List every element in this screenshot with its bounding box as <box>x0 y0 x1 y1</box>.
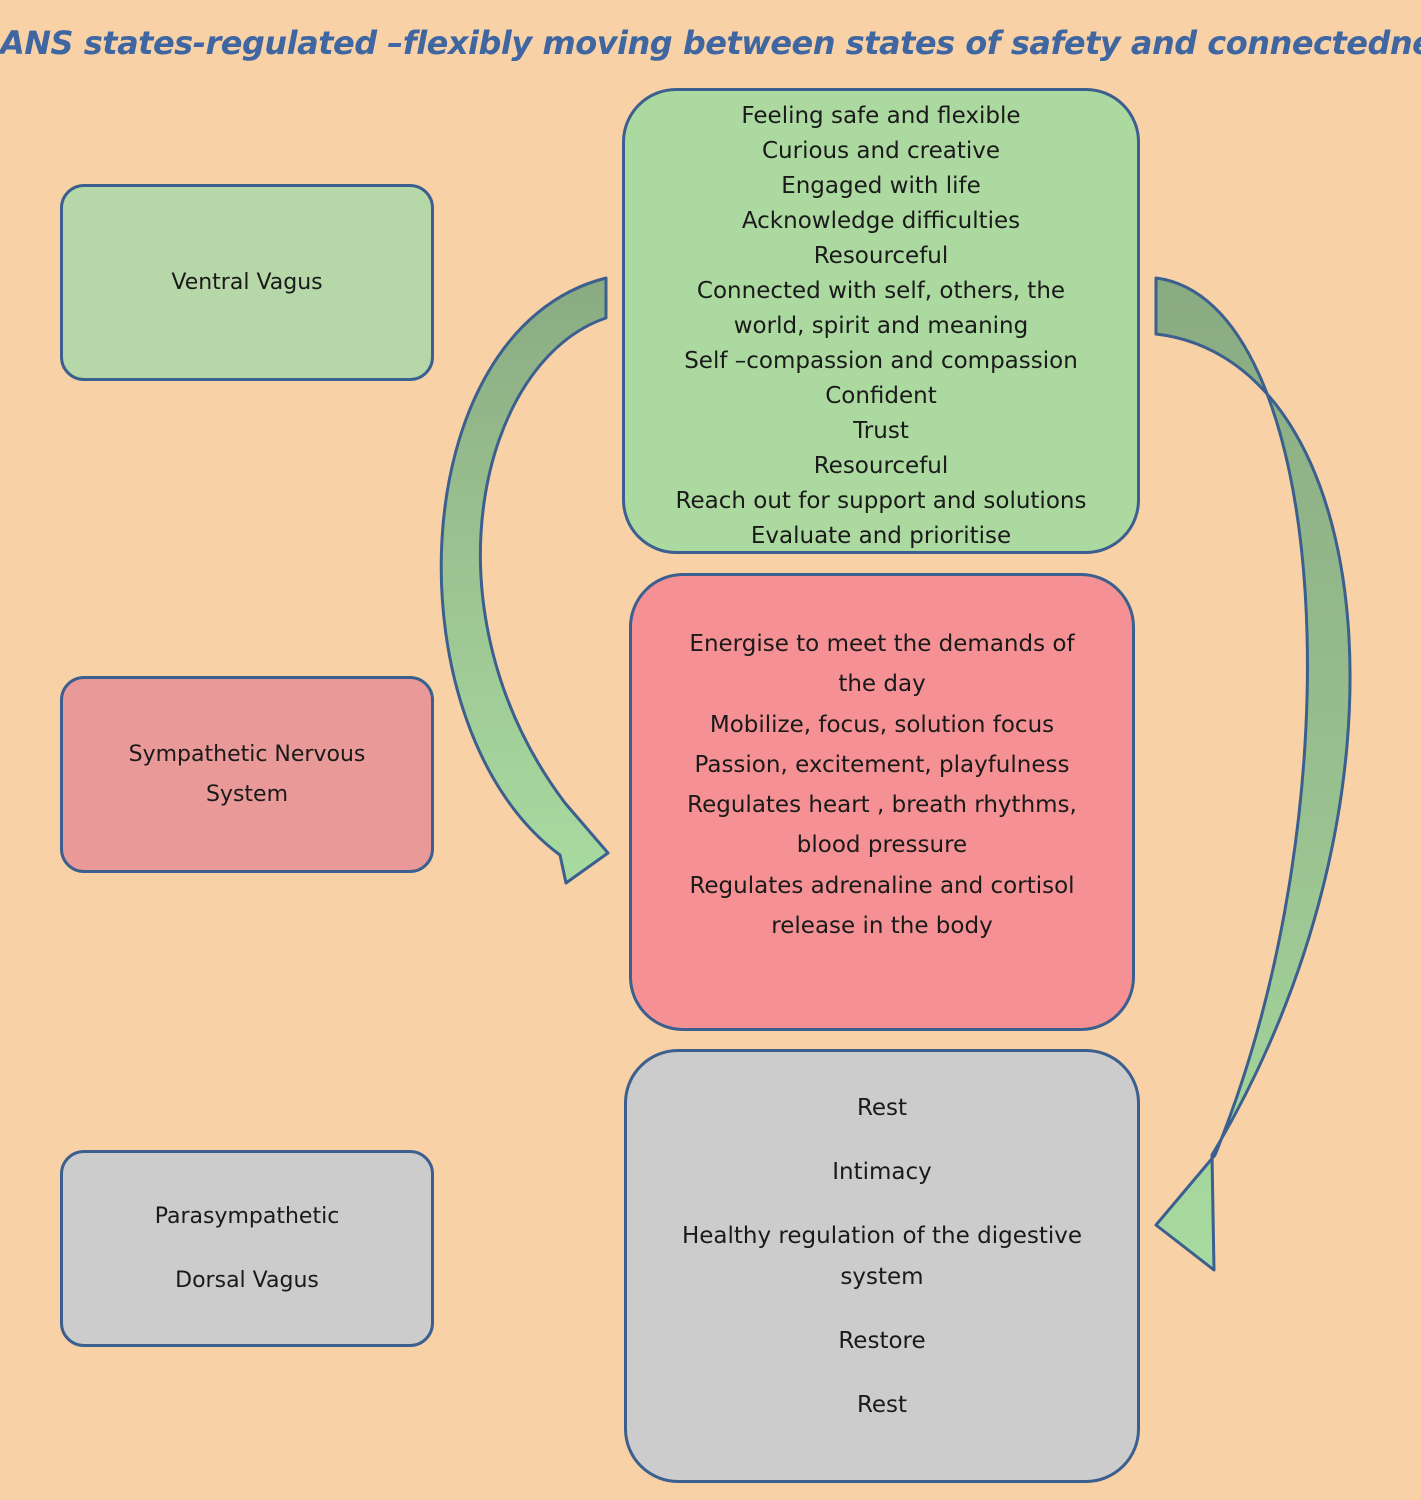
ventral-item: world, spirit and meaning <box>733 313 1029 339</box>
ventral-item: Connected with self, others, the <box>696 278 1066 304</box>
sympathetic-item: blood pressure <box>796 832 968 859</box>
sympathetic-item: Mobilize, focus, solution focus <box>709 711 1055 738</box>
diagram-title: ANS states-regulated –flexibly moving be… <box>0 24 1421 62</box>
dorsal-vagus-label: Dorsal Vagus <box>175 1267 319 1293</box>
ventral-vagus-label: Ventral Vagus <box>171 269 323 295</box>
ventral-item: Feeling safe and flexible <box>741 103 1021 129</box>
dorsal-item-text: Rest <box>856 1095 908 1121</box>
sympathetic-description-box: Energise to meet the demands of the day … <box>629 573 1135 1031</box>
ventral-item: Curious and creative <box>761 138 1001 164</box>
ventral-item: Reach out for support and solutions <box>675 488 1087 514</box>
sympathetic-label-box: Sympathetic Nervous System <box>60 676 434 873</box>
sympathetic-item: the day <box>838 671 926 698</box>
parasympathetic-label: Parasympathetic <box>154 1203 340 1229</box>
sympathetic-item: Energise to meet the demands of <box>689 631 1075 657</box>
ventral-item: Trust <box>853 418 909 444</box>
ventral-description-box: Feeling safe and flexible Curious and cr… <box>622 88 1140 554</box>
dorsal-item: Rest <box>827 1088 937 1129</box>
dorsal-item-text: Restore <box>838 1328 926 1354</box>
curved-arrow-ventral-to-dorsal <box>1154 276 1352 1272</box>
ventral-vagus-label-box: Ventral Vagus <box>60 184 434 381</box>
ventral-item: Acknowledge difficulties <box>741 208 1021 234</box>
ventral-item: Self –compassion and compassion <box>684 348 1078 374</box>
sympathetic-label-line: Sympathetic Nervous <box>128 741 366 767</box>
dorsal-item-text: Intimacy <box>832 1159 932 1185</box>
ventral-item: Engaged with life <box>781 173 981 199</box>
dorsal-item-text: system <box>840 1264 924 1290</box>
dorsal-item: Healthy regulation of the digestive syst… <box>652 1216 1112 1298</box>
sympathetic-label-line: System <box>205 781 289 807</box>
sympathetic-item: Regulates adrenaline and cortisol <box>689 872 1075 899</box>
dorsal-item: Rest <box>827 1385 937 1426</box>
dorsal-vagus-label-box: Parasympathetic Dorsal Vagus <box>60 1150 434 1347</box>
sympathetic-item: Passion, excitement, playfulness <box>694 751 1070 778</box>
dorsal-item-text: Rest <box>856 1392 908 1418</box>
dorsal-item-text: Healthy regulation of the digestive <box>681 1223 1082 1249</box>
ventral-item: Evaluate and prioritise <box>750 523 1012 549</box>
dorsal-item: Restore <box>808 1321 955 1362</box>
sympathetic-item: release in the body <box>771 913 993 940</box>
sympathetic-item: Regulates heart , breath rhythms, <box>687 792 1077 819</box>
dorsal-item: Intimacy <box>802 1152 962 1193</box>
ventral-item: Resourceful <box>813 243 949 269</box>
dorsal-description-box: Rest Intimacy Healthy regulation of the … <box>624 1049 1140 1483</box>
ventral-item: Confident <box>825 383 937 409</box>
curved-arrow-ventral-to-sympathetic <box>439 276 610 885</box>
ventral-item: Resourceful <box>813 453 949 479</box>
